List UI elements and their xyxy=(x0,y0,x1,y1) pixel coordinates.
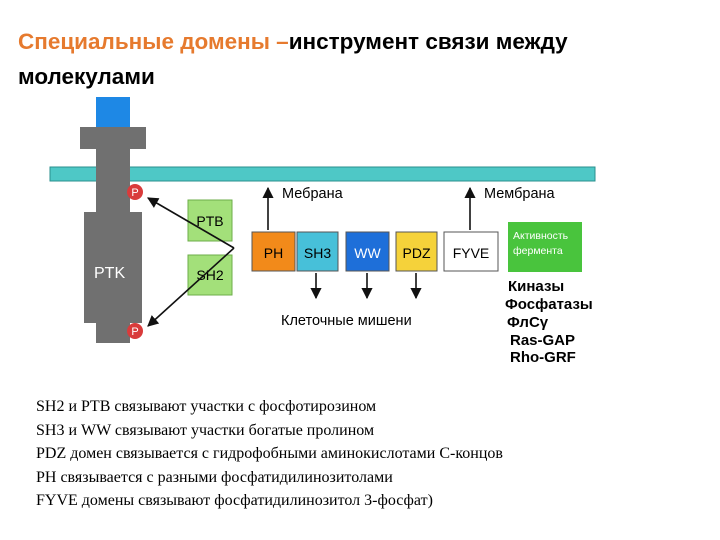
slide-title: Специальные домены –инструмент связи меж… xyxy=(18,24,708,94)
enzyme-item: Киназы xyxy=(508,278,564,295)
membrane-bar xyxy=(49,166,596,182)
targets-label: Клеточные мишени xyxy=(281,313,412,329)
enzyme-activity-line2: фермента xyxy=(513,245,563,257)
adaptor-sh2: SH2 xyxy=(187,254,233,296)
enzyme-item: ФлСγ xyxy=(507,314,549,331)
ww-label: WW xyxy=(354,245,381,261)
enzyme-activity-rect xyxy=(508,222,582,272)
ligand-block xyxy=(96,97,130,127)
slide-title-rest: инструмент связи между молекулами xyxy=(18,29,568,89)
phospho-label: P xyxy=(131,187,138,199)
note-line: FYVE домены связывают фосфатидилинозитол… xyxy=(36,492,433,509)
enzyme-item: Ras-GAP xyxy=(510,332,575,349)
note-line: SH3 и WW связывают участки богатые проли… xyxy=(36,421,375,439)
receptor-label: PTK xyxy=(94,265,125,282)
enzyme-activity-box: Активность фермента xyxy=(508,222,582,272)
phospho-label: P xyxy=(131,326,138,338)
enzyme-item: Фосфатазы xyxy=(505,296,593,313)
fyve-domain-box xyxy=(443,231,499,272)
receptor-body xyxy=(80,127,146,343)
phospho-circle xyxy=(127,184,143,200)
enzyme-activity-line1: Активность xyxy=(513,230,569,242)
arrow-to-phospho-bottom xyxy=(147,247,235,327)
phospho-group-bottom: P xyxy=(127,323,143,339)
arrow-to-phospho-top xyxy=(147,197,235,249)
ptb-label: PTB xyxy=(196,213,223,229)
membrane-label-right: Мембрана xyxy=(484,186,556,202)
slide-title-accent: Специальные домены – xyxy=(18,29,289,54)
note-line: PH связывается с разными фосфатидилинози… xyxy=(36,468,393,486)
receptor-ptk: PTK xyxy=(80,97,146,343)
enzyme-item: Rho-GRF xyxy=(510,349,576,366)
note-line: PDZ домен связывается с гидрофобными ами… xyxy=(36,445,503,462)
ph-domain-box xyxy=(251,231,296,272)
domain-row: PH SH3 WW PDZ FYVE xyxy=(251,231,499,272)
membrane-label-left: Мебрана xyxy=(282,186,344,202)
sh3-domain-box xyxy=(296,231,339,272)
pdz-label: PDZ xyxy=(403,245,431,261)
notes-block: SH2 и PTB связывают участки с фосфотироз… xyxy=(36,395,696,513)
ww-domain-box xyxy=(345,231,390,272)
sh2-domain-box xyxy=(187,254,233,296)
pdz-domain-box xyxy=(395,231,438,272)
phospho-group-top: P xyxy=(127,184,143,200)
phospho-circle xyxy=(127,323,143,339)
fyve-label: FYVE xyxy=(453,245,490,261)
sh2-label: SH2 xyxy=(196,267,223,283)
note-line: SH2 и PTB связывают участки с фосфотироз… xyxy=(36,398,377,415)
ph-label: PH xyxy=(264,245,283,261)
enzyme-list: Киназы Фосфатазы ФлСγ Ras-GAP Rho-GRF xyxy=(505,278,593,366)
sh3-label: SH3 xyxy=(304,245,331,261)
